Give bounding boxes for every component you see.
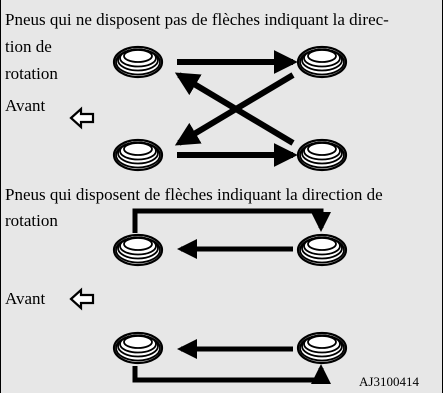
- section1-heading-line3: rotation: [5, 64, 58, 83]
- tire-icon: [296, 331, 348, 365]
- tire-icon: [112, 233, 164, 267]
- figure-code: AJ3100414: [359, 374, 419, 389]
- section2-heading-line2: rotation: [5, 211, 58, 230]
- tire-icon: [296, 233, 348, 267]
- hollow-left-arrow-icon: [69, 287, 95, 311]
- hollow-left-arrow-icon: [69, 106, 95, 130]
- tire-icon: [112, 138, 164, 172]
- tire-icon: [112, 331, 164, 365]
- arrow-rear-right-to-front-left: [174, 72, 295, 146]
- tire-icon: [296, 138, 348, 172]
- section1-heading-line2: tion de: [5, 37, 52, 56]
- section1-heading-line1: Pneus qui ne disposent pas de flèches in…: [5, 10, 389, 29]
- tire-icon: [112, 45, 164, 79]
- section2-front-label: Avant: [5, 289, 46, 308]
- arrow-top-bracket: [132, 208, 331, 233]
- tire-icon: [296, 45, 348, 79]
- section1-front-label: Avant: [5, 96, 46, 115]
- section2-heading-line1: Pneus qui disposent de flèches indiquant…: [5, 185, 383, 204]
- arrow-bottom-bracket: [132, 364, 331, 384]
